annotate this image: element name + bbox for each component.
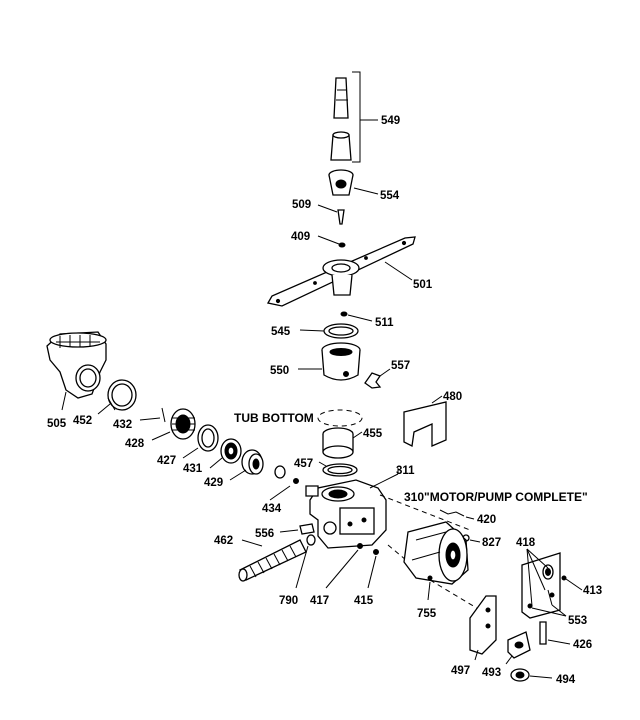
label-509: 509 bbox=[292, 199, 311, 211]
label-409: 409 bbox=[291, 231, 310, 243]
part-457-ring bbox=[318, 461, 358, 477]
part-420-spring bbox=[439, 509, 475, 520]
label-452: 452 bbox=[73, 415, 92, 427]
label-549: 549 bbox=[381, 115, 400, 127]
part-556-plug bbox=[279, 523, 315, 535]
label-553: 553 bbox=[568, 615, 587, 627]
part-505-inlet-housing bbox=[46, 331, 107, 411]
label-480: 480 bbox=[443, 391, 462, 403]
part-493-cover bbox=[505, 631, 531, 665]
label-432: 432 bbox=[113, 419, 132, 431]
part-549-spray-tube bbox=[330, 71, 378, 163]
part-497-bracket bbox=[469, 595, 497, 661]
label-755: 755 bbox=[417, 608, 437, 620]
label-494: 494 bbox=[556, 674, 576, 686]
part-417-screw bbox=[325, 543, 363, 589]
part-426-pin bbox=[539, 621, 571, 645]
label-417: 417 bbox=[310, 595, 329, 607]
label-501: 501 bbox=[413, 279, 433, 291]
part-409-washer bbox=[317, 235, 346, 248]
label-493: 493 bbox=[482, 667, 501, 679]
label-545: 545 bbox=[271, 326, 291, 338]
label-420: 420 bbox=[477, 514, 496, 526]
part-501-spray-arm bbox=[266, 236, 416, 307]
part-434-fittings bbox=[269, 465, 319, 501]
part-509-screw bbox=[317, 204, 345, 225]
part-557-clip bbox=[364, 368, 391, 389]
label-429: 429 bbox=[204, 477, 223, 489]
label-790: 790 bbox=[279, 595, 298, 607]
label-428: 428 bbox=[125, 438, 145, 450]
part-415-screw bbox=[367, 549, 379, 589]
label-457: 457 bbox=[294, 458, 313, 470]
part-427-ring bbox=[182, 424, 219, 459]
label-434: 434 bbox=[262, 503, 282, 515]
part-545-gasket bbox=[299, 323, 359, 339]
label-311: 311 bbox=[396, 465, 415, 477]
label-413: 413 bbox=[583, 585, 602, 597]
label-827: 827 bbox=[482, 537, 501, 549]
part-310-motor bbox=[403, 521, 469, 601]
part-480-bracket bbox=[403, 395, 447, 447]
part-452-ring bbox=[97, 379, 137, 415]
part-550-housing bbox=[298, 342, 361, 381]
part-462-hose bbox=[238, 539, 307, 582]
part-311-pump-housing bbox=[309, 468, 399, 549]
tub-bottom-ring bbox=[317, 409, 363, 427]
part-494-knob bbox=[510, 668, 553, 682]
label-505: 505 bbox=[47, 418, 67, 430]
part-790-clamp bbox=[295, 534, 316, 589]
part-428-impeller bbox=[139, 407, 196, 441]
part-455-sleeve bbox=[322, 427, 363, 459]
label-427: 427 bbox=[157, 455, 176, 467]
part-554-hub bbox=[328, 169, 379, 196]
label-426: 426 bbox=[573, 639, 592, 651]
label-557: 557 bbox=[391, 360, 410, 372]
label-431: 431 bbox=[183, 463, 203, 475]
part-labels: 549 554 509 409 501 511 545 550 557 505 … bbox=[47, 115, 602, 686]
label-554: 554 bbox=[380, 190, 400, 202]
label-462: 462 bbox=[214, 535, 233, 547]
part-511-clip bbox=[340, 311, 373, 322]
part-418-switch-bracket bbox=[521, 548, 583, 619]
label-455: 455 bbox=[363, 428, 383, 440]
part-429-rotor bbox=[229, 449, 264, 481]
label-tub-bottom: TUB BOTTOM bbox=[234, 411, 314, 425]
label-310: 310"MOTOR/PUMP COMPLETE" bbox=[404, 490, 588, 504]
label-497: 497 bbox=[451, 665, 470, 677]
label-550: 550 bbox=[270, 365, 289, 377]
label-511: 511 bbox=[375, 317, 394, 329]
label-556: 556 bbox=[255, 528, 274, 540]
label-418: 418 bbox=[516, 537, 536, 549]
part-431-ring bbox=[209, 438, 242, 469]
label-415: 415 bbox=[354, 595, 374, 607]
